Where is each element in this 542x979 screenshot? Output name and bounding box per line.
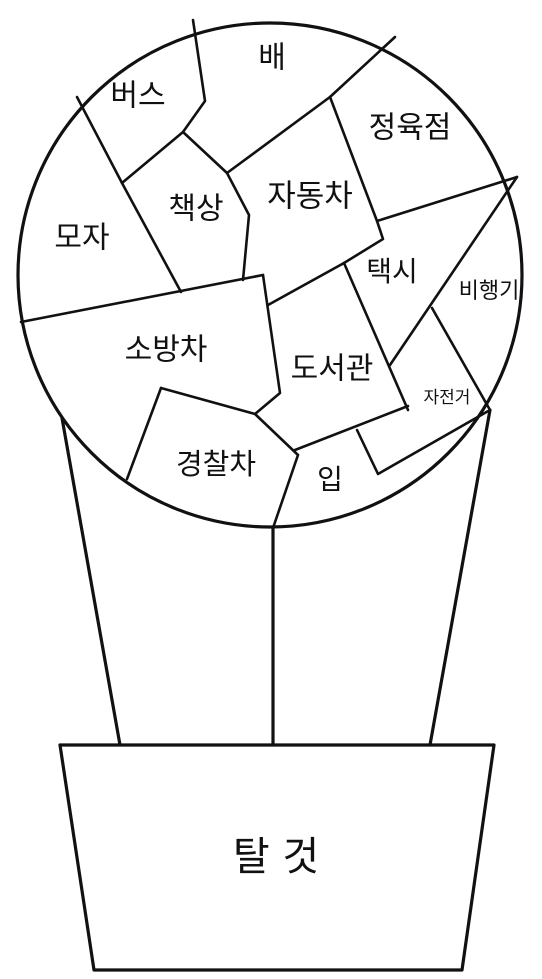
word-bicycle: 자전거 <box>424 388 471 408</box>
right-stem <box>428 408 492 747</box>
word-boat: 배 <box>258 41 286 76</box>
word-desk: 책상 <box>168 192 223 227</box>
word-car: 자동차 <box>267 179 353 215</box>
word-hat: 모자 <box>54 221 109 256</box>
divider-plane <box>430 306 492 412</box>
divider-butcher <box>375 175 519 223</box>
word-library: 도서관 <box>291 352 374 387</box>
word-taxi: 택시 <box>366 255 418 288</box>
divider-library <box>293 404 410 452</box>
divider-hat <box>19 273 265 324</box>
divider-car <box>266 95 385 307</box>
divider-firetruck <box>253 273 282 416</box>
word-police-car: 경찰차 <box>176 447 256 481</box>
balloon-circle <box>16 21 524 529</box>
divider-boat <box>181 35 397 175</box>
divider-mouth <box>355 408 492 476</box>
word-bus: 버스 <box>110 79 165 114</box>
divider-taxi-left <box>342 261 410 412</box>
balloon-dividers <box>19 18 519 530</box>
pot-label: 탈 것 <box>233 834 319 880</box>
word-butcher: 정육점 <box>369 111 452 146</box>
word-airplane: 비행기 <box>459 279 520 304</box>
divider-desk-left <box>120 181 183 294</box>
left-stem <box>60 416 122 747</box>
word-firetruck: 소방차 <box>125 333 208 368</box>
divider-police-left <box>125 386 163 481</box>
word-mouth: 입 <box>317 463 343 496</box>
pot <box>58 743 496 972</box>
divider-police <box>159 386 300 530</box>
balloon-words: 배 버스 정육점 책상 자동차 모자 택시 비행기 소방차 도서관 자전거 경찰… <box>54 41 519 497</box>
divider-taxi-right <box>388 175 519 367</box>
divider-desk-right <box>225 171 251 282</box>
